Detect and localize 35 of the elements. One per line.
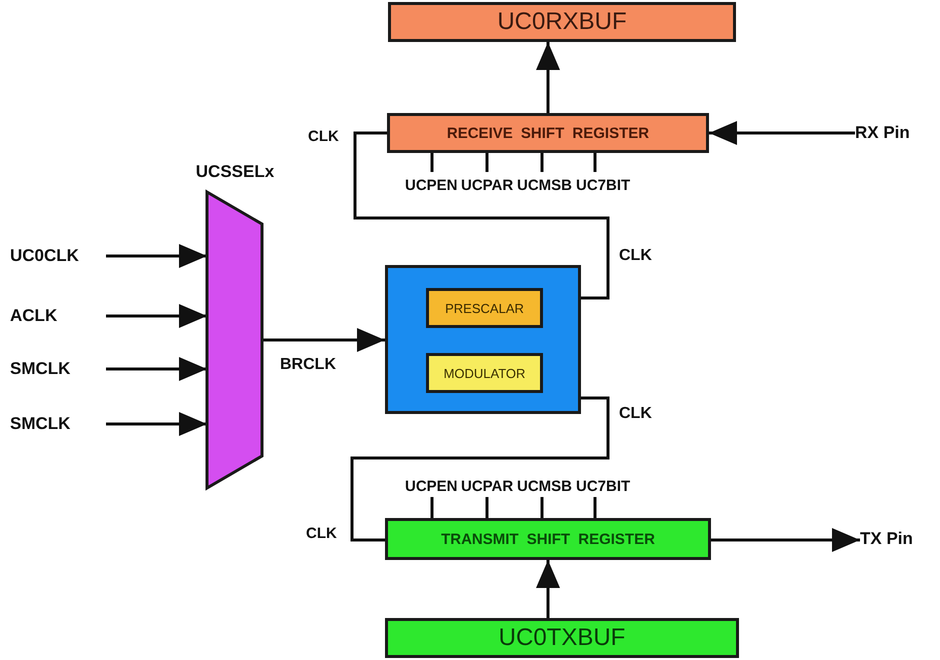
signal-name: UC7BIT <box>576 177 630 194</box>
arrow <box>711 528 860 552</box>
signal-name: UCPAR <box>461 478 514 495</box>
arrow <box>709 121 855 145</box>
connector-line <box>350 396 610 542</box>
signal-name: UC7BIT <box>576 478 630 495</box>
arrow <box>106 304 207 328</box>
signal-label: ACLK <box>10 303 96 329</box>
arrow <box>536 560 560 618</box>
connector-line <box>354 132 610 300</box>
buffer-box: UC0RXBUF <box>388 2 736 42</box>
buffer-box: UC0TXBUF <box>385 618 739 658</box>
mux-label: UCSSELx <box>194 162 276 182</box>
clock-label: CLK <box>308 128 339 145</box>
prescaler-box: PRESCALAR <box>426 288 543 328</box>
signal-label: UC0CLK <box>10 243 96 269</box>
signal-label: TX Pin <box>860 526 936 552</box>
arrow <box>536 42 560 113</box>
signal-label: RX Pin <box>855 120 935 146</box>
clock-label: CLK <box>306 525 337 542</box>
register-box: RECEIVE SHIFT REGISTER <box>387 113 709 153</box>
signal-name: UCMSB <box>517 478 572 495</box>
signal-name: UCPEN <box>405 177 458 194</box>
signal-name: UCMSB <box>517 177 572 194</box>
arrow <box>106 357 207 381</box>
signal-name: UCPEN <box>405 478 458 495</box>
signal-label: SMCLK <box>10 411 96 437</box>
modulator-box: MODULATOR <box>426 353 543 393</box>
baud-generator-box <box>385 265 581 414</box>
signal-name: UCPAR <box>461 177 514 194</box>
arrow <box>106 244 207 268</box>
arrow <box>262 328 385 352</box>
signal-label: SMCLK <box>10 356 96 382</box>
register-box: TRANSMIT SHIFT REGISTER <box>385 518 711 560</box>
arrow <box>106 412 207 436</box>
